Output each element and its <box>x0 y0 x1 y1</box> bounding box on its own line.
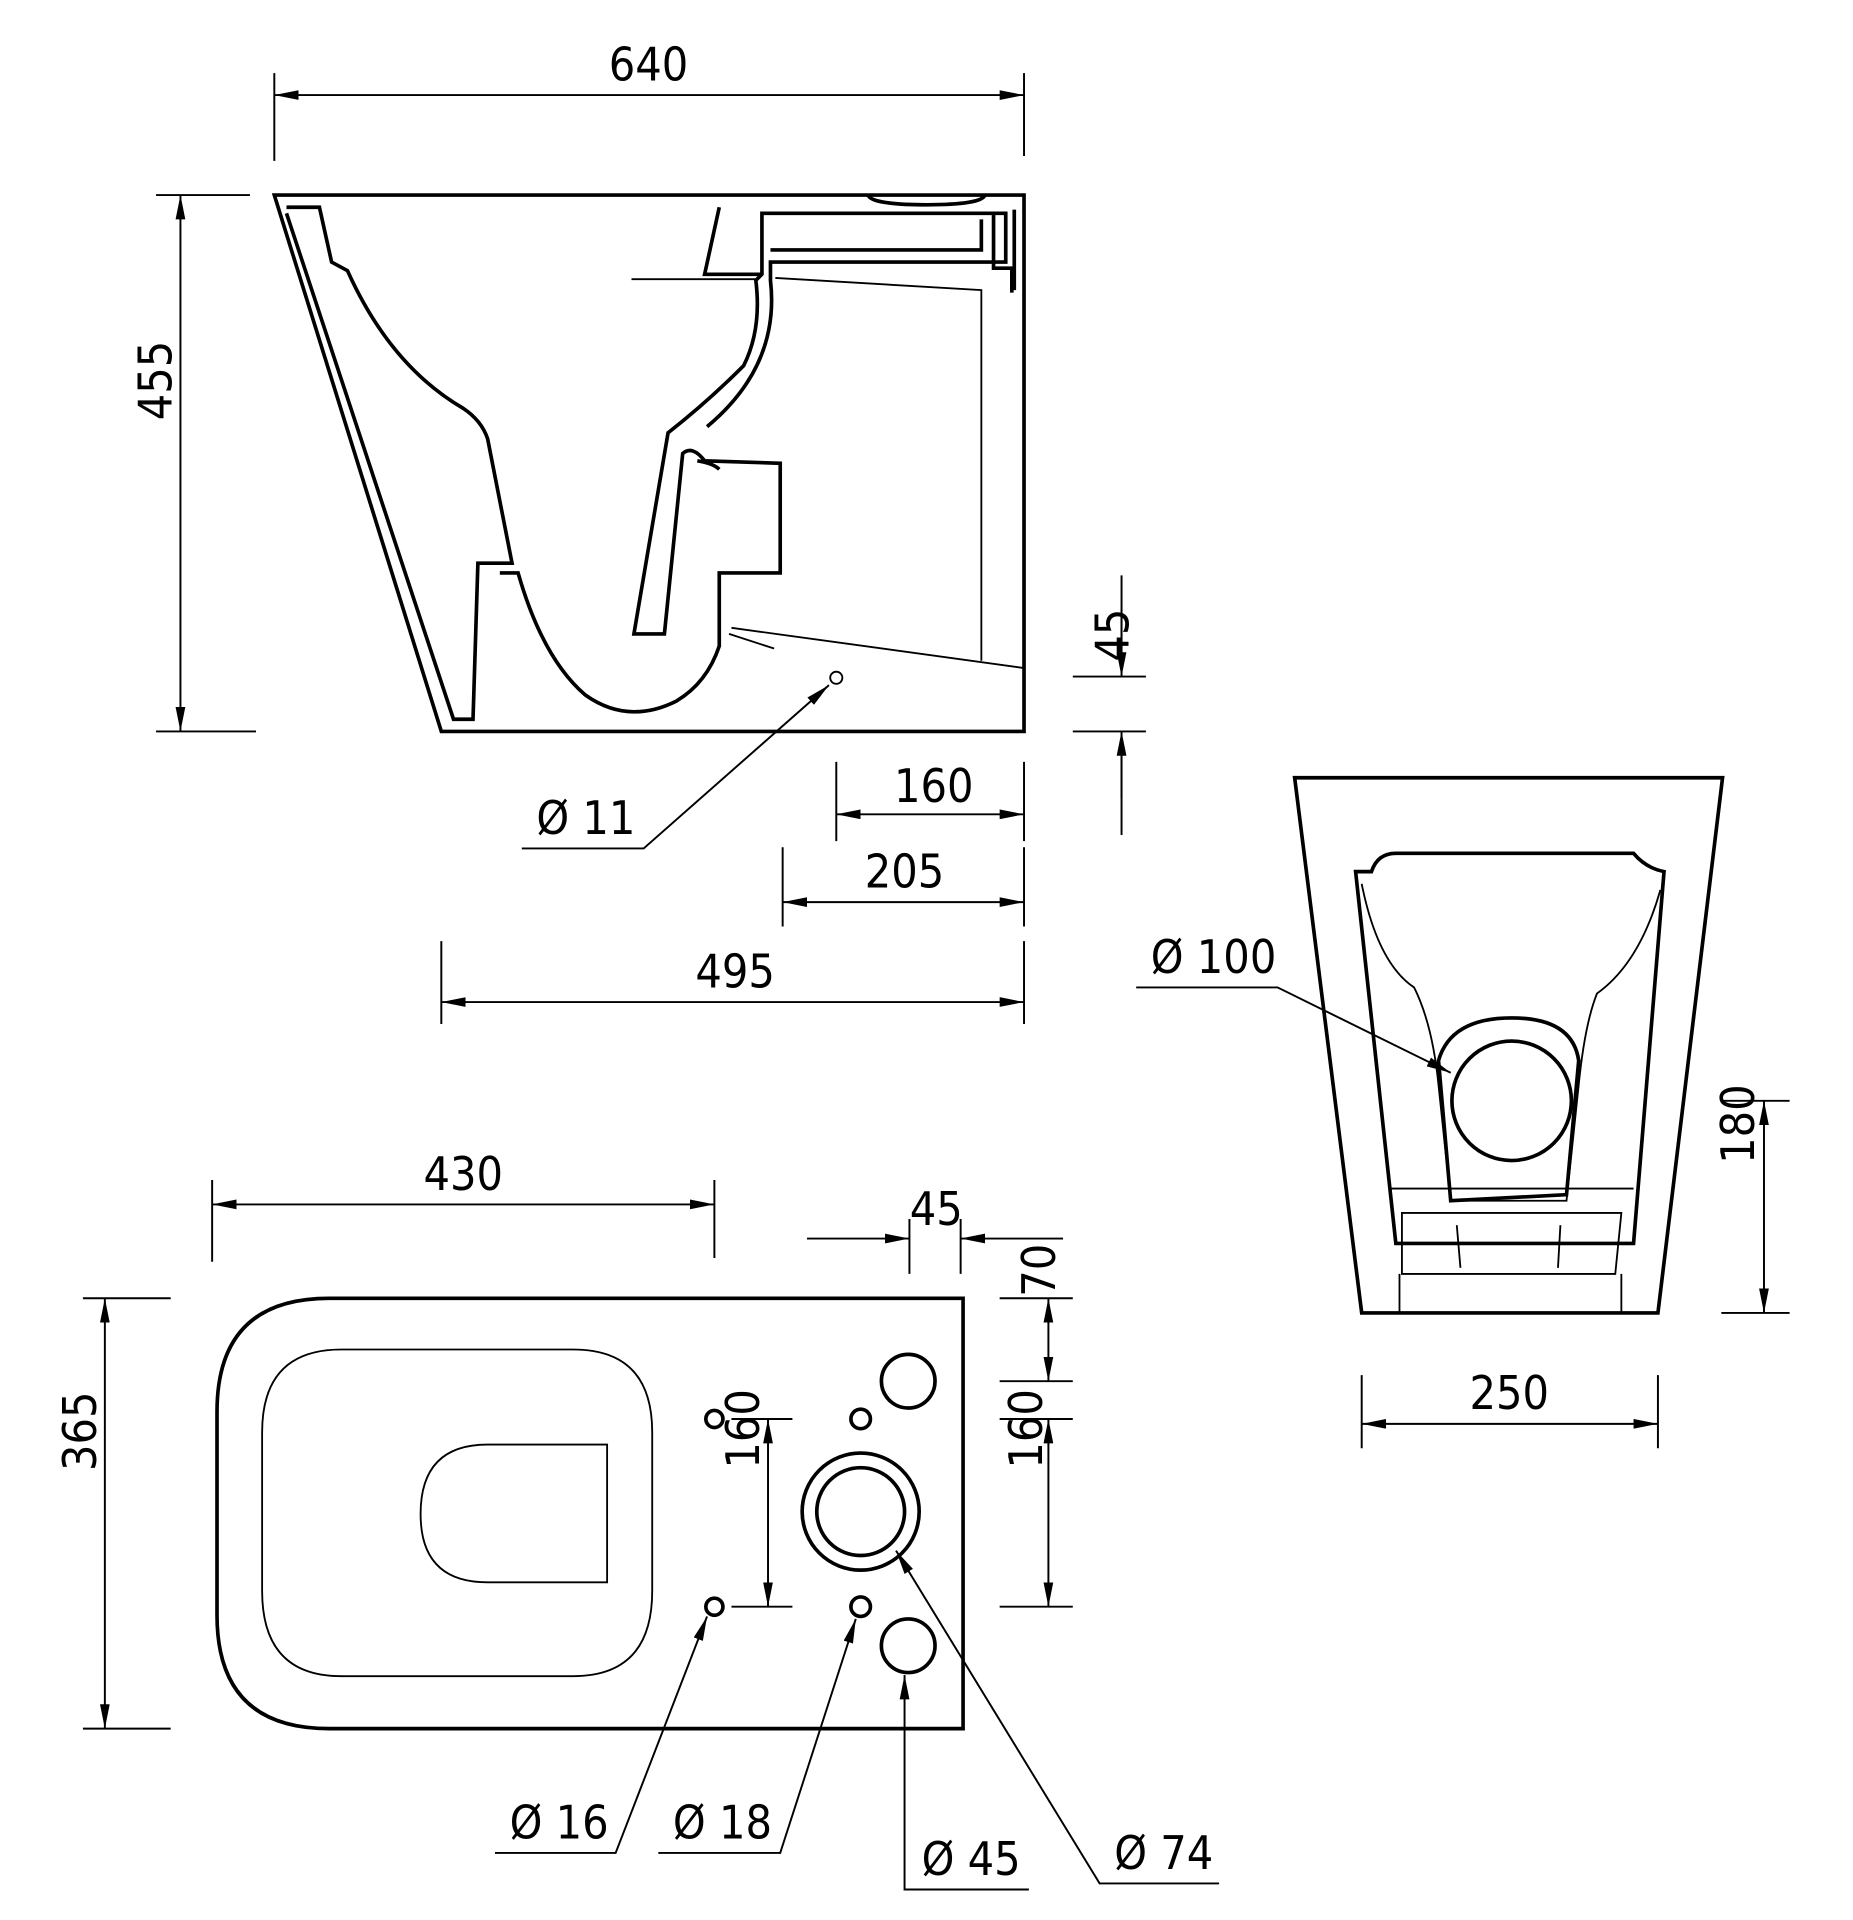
leader-45 <box>899 1674 1029 1891</box>
rear-inner-lines <box>1360 883 1662 1313</box>
bottom-outline <box>215 1296 965 1731</box>
dim-label-dia-100: Ø 100 <box>1151 930 1277 984</box>
dim-label-205: 205 <box>865 844 945 898</box>
dim-label-160-left: 160 <box>716 1389 770 1469</box>
bowl-opening <box>419 1443 609 1584</box>
rear-cavity <box>1353 851 1666 1246</box>
dim-label-640: 640 <box>609 37 689 91</box>
dim-label-45-bottom: 45 <box>910 1182 963 1236</box>
leader-16 <box>494 1616 708 1854</box>
leader-11 <box>521 684 830 850</box>
rear-outlet-circle <box>1450 1039 1574 1163</box>
bowl-inner <box>697 458 721 471</box>
hole-18-bottom <box>849 1595 873 1619</box>
rear-outline <box>1292 775 1725 1315</box>
dim-label-250: 250 <box>1469 1366 1549 1420</box>
tank-channel <box>702 206 1017 293</box>
hole-16-bottom <box>704 1596 725 1618</box>
dim-label-365: 365 <box>53 1392 107 1472</box>
outlet-cap <box>866 193 987 207</box>
dim-label-dia-74: Ø 74 <box>1114 1826 1213 1880</box>
extension-lines <box>1360 1099 1790 1449</box>
dim-label-180: 180 <box>1711 1084 1765 1164</box>
rear-outlet-frame <box>1436 1016 1581 1203</box>
hole-16-top <box>704 1408 725 1430</box>
side-view: 640 455 45 160 205 495 Ø 11 <box>128 37 1146 1024</box>
outlet-outer-circle <box>800 1451 922 1572</box>
extension-lines <box>273 73 1025 161</box>
hole-45-top <box>879 1352 937 1410</box>
hole-18-top <box>849 1407 873 1431</box>
extension-lines <box>440 761 1025 1024</box>
dim-label-455: 455 <box>128 341 182 421</box>
dim-label-495: 495 <box>695 944 775 998</box>
dim-label-45: 45 <box>1085 609 1139 662</box>
dim-label-160: 160 <box>894 759 974 813</box>
dim-label-dia-45: Ø 45 <box>922 1832 1021 1886</box>
dim-label-70: 70 <box>1012 1244 1066 1297</box>
dim-label-160-right: 160 <box>999 1389 1053 1469</box>
dim-label-dia-16: Ø 16 <box>510 1795 609 1849</box>
dim-label-430: 430 <box>424 1147 504 1201</box>
bowl-rim <box>261 1348 654 1678</box>
side-outline <box>271 193 1026 734</box>
leader-100 <box>1136 986 1452 1074</box>
tank-slope <box>631 277 1025 669</box>
bowl-outer-channel <box>284 205 515 722</box>
leader-18 <box>658 1618 857 1854</box>
extension-lines <box>156 194 257 733</box>
bowl-trap <box>499 211 1008 714</box>
leader-74 <box>895 1550 1220 1885</box>
dim-label-dia-11: Ø 11 <box>536 791 635 845</box>
dim-label-dia-18: Ø 18 <box>673 1795 772 1849</box>
extension-lines <box>82 1180 1073 1730</box>
bottom-view: 430 45 365 70 160 160 Ø 16 Ø 18 Ø 45 Ø 7… <box>53 1147 1220 1891</box>
outlet-inner-circle <box>814 1465 907 1558</box>
extension-lines <box>1072 575 1146 836</box>
rear-view: Ø 100 180 250 <box>1136 775 1790 1449</box>
vent-hole <box>829 670 844 685</box>
hole-45-bottom <box>879 1617 937 1675</box>
